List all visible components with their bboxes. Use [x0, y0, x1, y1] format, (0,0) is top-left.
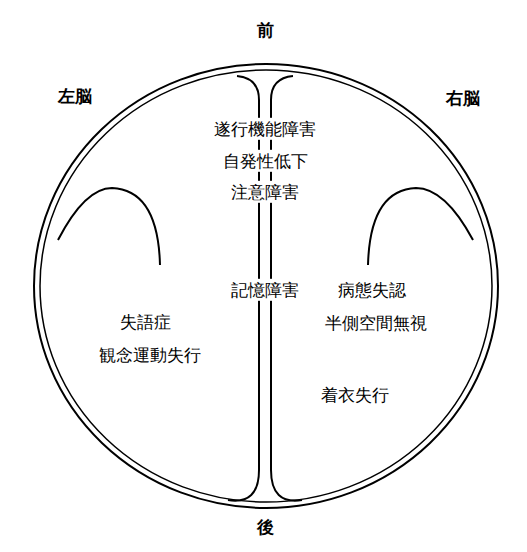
left-sylvian-fissure	[58, 188, 160, 265]
direction-label: 後	[255, 516, 276, 538]
hemisphere-label: 左脳	[56, 85, 94, 107]
symptom-label: 失語症	[118, 311, 173, 333]
symptom-label: 記憶障害	[229, 279, 301, 301]
symptom-label: 遂行機能障害	[212, 118, 318, 140]
brain-outline	[40, 70, 492, 502]
symptom-label: 半側空間無視	[323, 312, 429, 334]
left-hemisphere-bottom	[228, 470, 259, 501]
symptom-label: 観念運動失行	[97, 344, 203, 366]
symptom-label: 注意障害	[229, 181, 301, 203]
hemisphere-label: 右脳	[444, 87, 482, 109]
right-sylvian-fissure	[368, 188, 473, 265]
right-hemisphere-bottom	[271, 470, 302, 501]
direction-label: 前	[255, 19, 276, 41]
symptom-label: 自発性低下	[221, 150, 310, 172]
symptom-label: 着衣失行	[319, 384, 391, 406]
skull-outline	[34, 64, 498, 508]
symptom-label: 病態失認	[336, 279, 408, 301]
